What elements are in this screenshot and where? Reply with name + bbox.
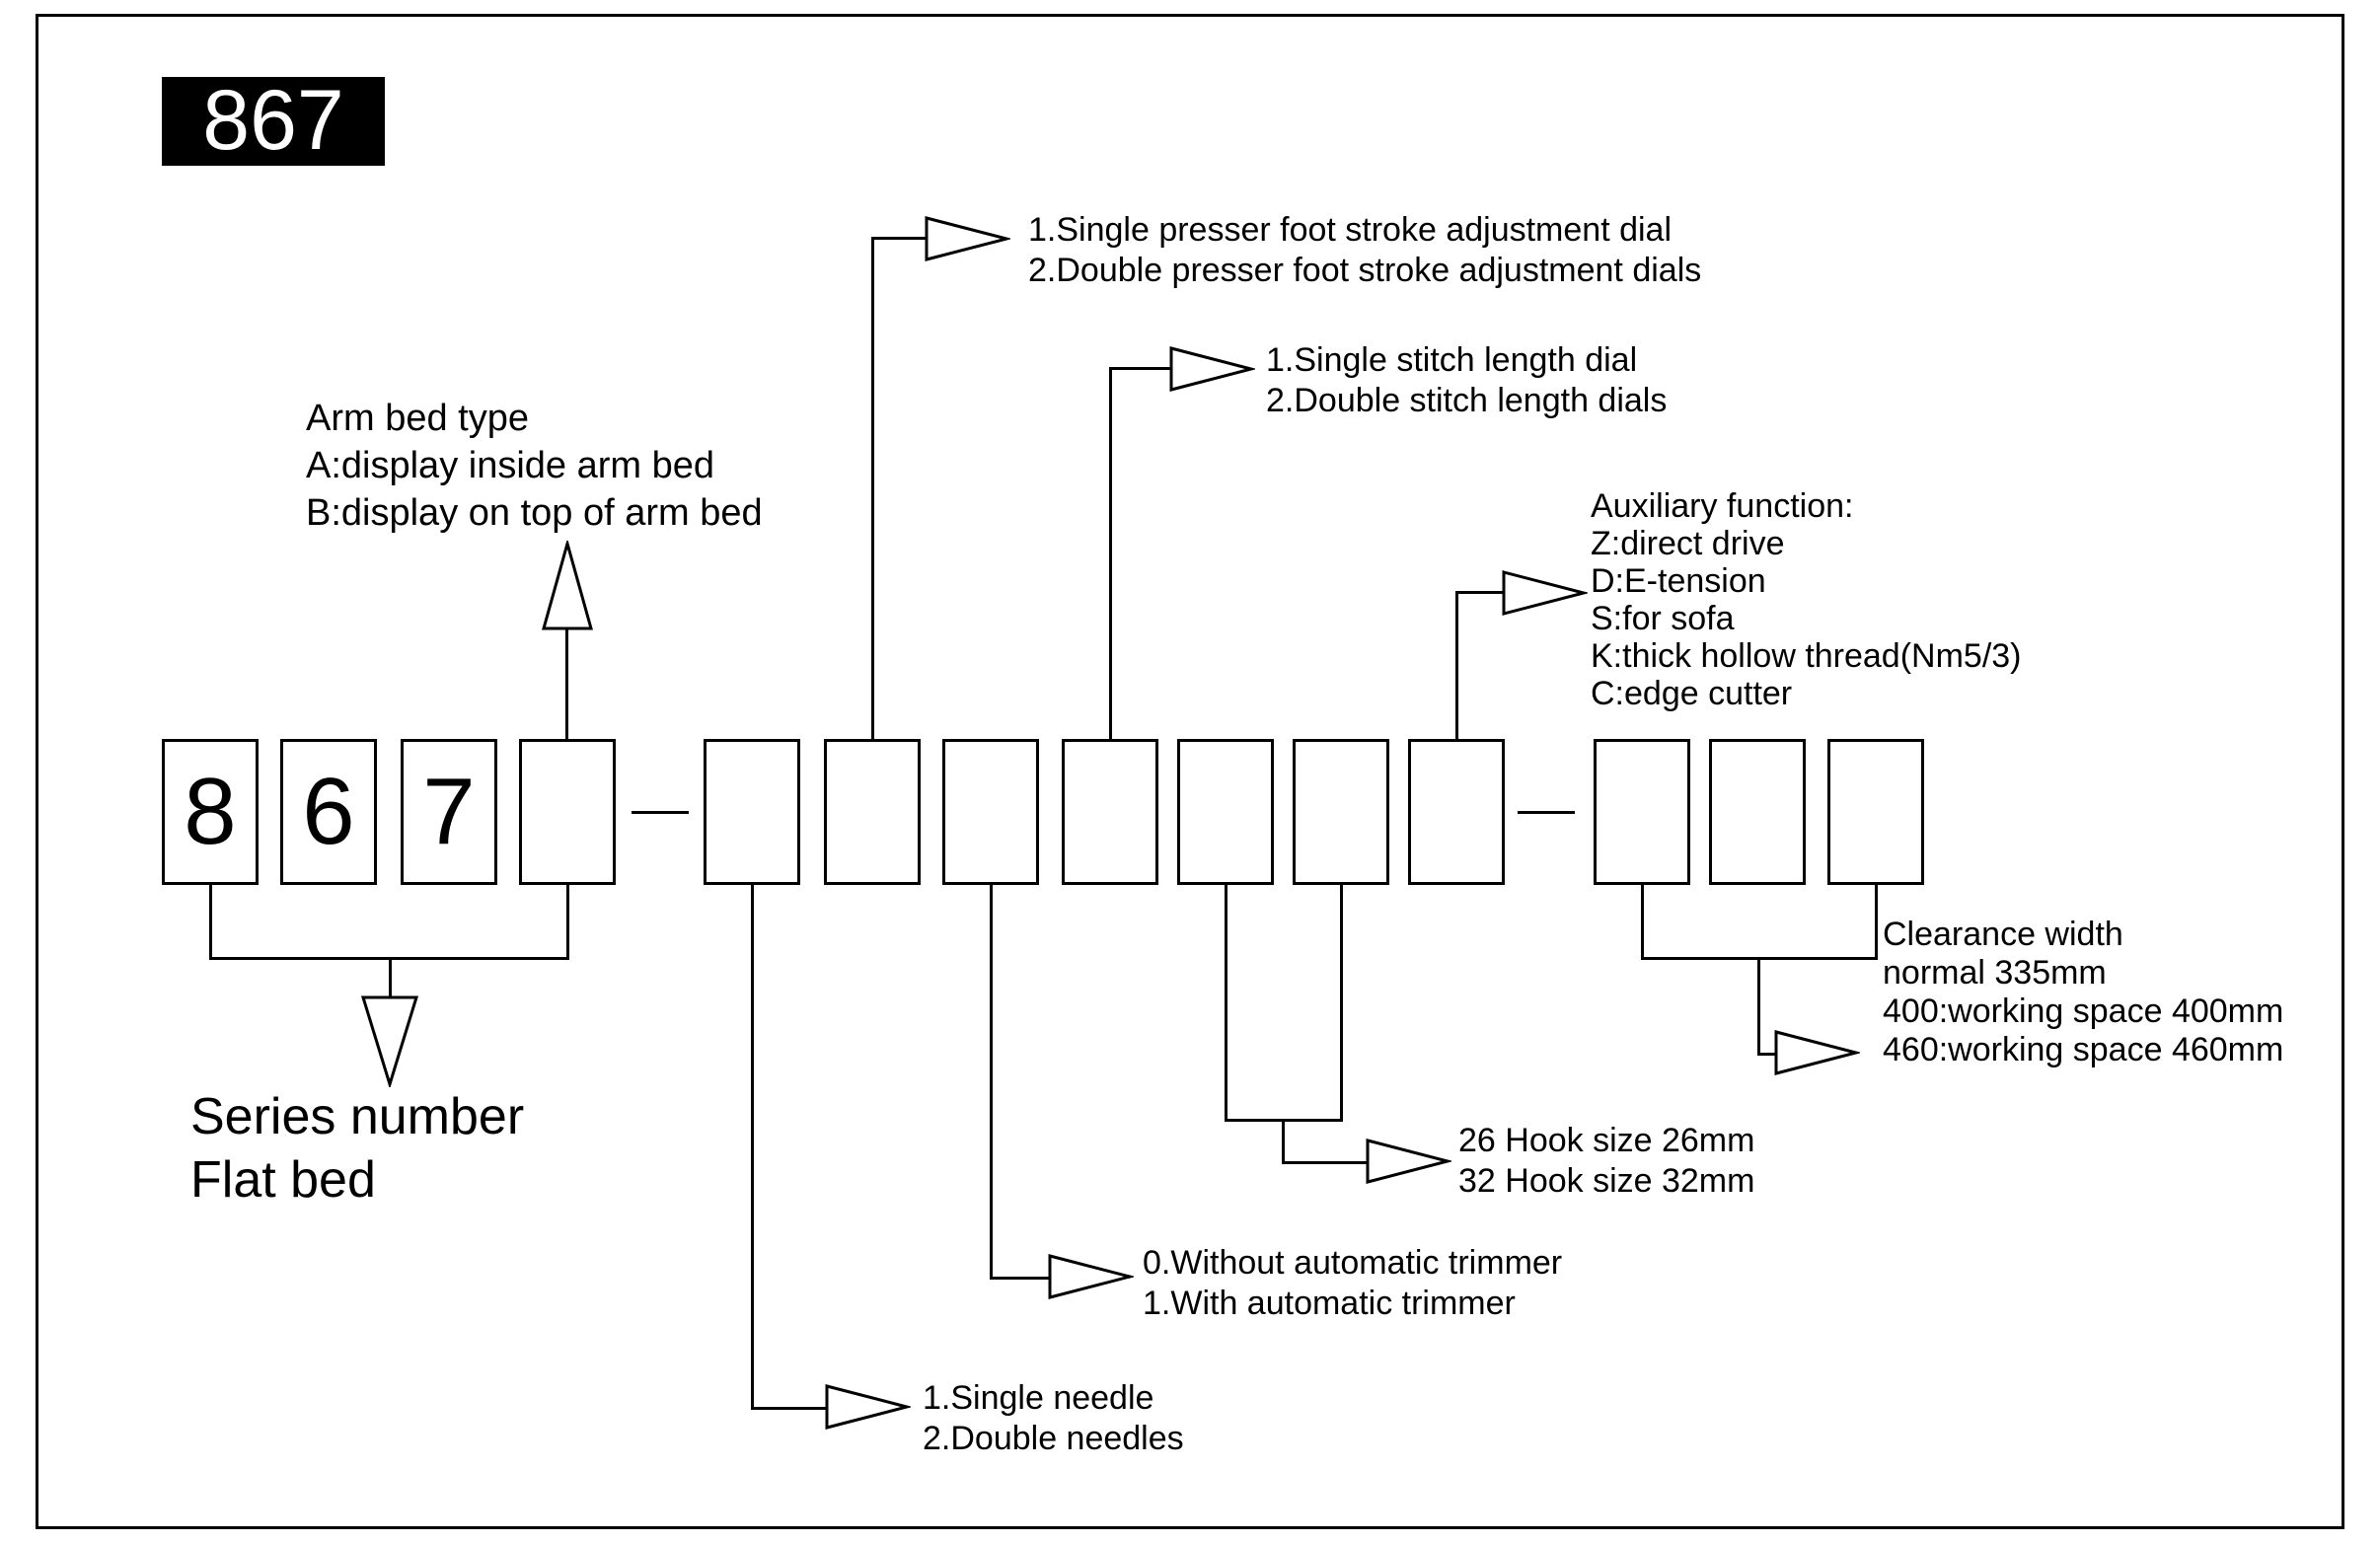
arrow-right-icon (1366, 1139, 1451, 1184)
note-line: 400:working space 400mm (1883, 993, 2284, 1030)
connector-line (566, 885, 569, 960)
arrow-right-icon (1502, 570, 1588, 616)
series-badge: 867 (162, 77, 385, 166)
note-line: 2.Double presser foot stroke adjustment … (1028, 252, 1702, 289)
note-line: Series number (190, 1088, 525, 1145)
arrow-up-icon (542, 541, 593, 630)
note-line: 1.Single presser foot stroke adjustment … (1028, 211, 1673, 249)
note-line: normal 335mm (1883, 954, 2107, 992)
code-box-clearance-1 (1594, 739, 1690, 885)
code-box-presser-foot (824, 739, 921, 885)
code-box-auxiliary (1408, 739, 1505, 885)
arrow-right-icon (925, 216, 1010, 261)
note-line: Clearance width (1883, 916, 2123, 953)
connector-line (1282, 1161, 1367, 1164)
separator-dash (1518, 811, 1575, 814)
trimmer-note: 0.Without automatic trimmer 1.With autom… (1143, 1243, 1562, 1324)
note-line: B:display on top of arm bed (306, 492, 763, 534)
note-line: Flat bed (190, 1151, 376, 1209)
code-box-needle (704, 739, 800, 885)
code-box-trimmer (942, 739, 1039, 885)
note-line: K:thick hollow thread(Nm5/3) (1591, 637, 2022, 675)
auxiliary-function-note: Auxiliary function: Z:direct drive D:E-t… (1591, 487, 2022, 712)
connector-line (1875, 885, 1878, 960)
note-line: 460:working space 460mm (1883, 1031, 2284, 1068)
connector-line (871, 237, 926, 240)
connector-line (1109, 369, 1112, 739)
note-line: C:edge cutter (1591, 675, 1793, 712)
connector-line (1109, 367, 1170, 370)
code-box-stitch-length (1062, 739, 1158, 885)
connector-line (1225, 885, 1227, 1122)
connector-line (1455, 591, 1503, 594)
connector-line (1282, 1119, 1285, 1164)
note-line: 2.Double stitch length dials (1266, 382, 1668, 419)
stitch-length-note: 1.Single stitch length dial 2.Double sti… (1266, 340, 1667, 421)
digit-box-6: 6 (280, 739, 377, 885)
note-line: S:for sofa (1591, 600, 1735, 637)
connector-line (1757, 957, 1760, 1056)
note-line: Arm bed type (306, 398, 529, 439)
needle-note: 1.Single needle 2.Double needles (923, 1378, 1184, 1459)
connector-line (990, 1277, 1049, 1280)
arrow-right-icon (1169, 346, 1255, 392)
presser-foot-note: 1.Single presser foot stroke adjustment … (1028, 210, 1701, 291)
code-box-clearance-2 (1709, 739, 1806, 885)
code-box-armbed (519, 739, 616, 885)
connector-line (1455, 593, 1458, 739)
arrow-right-icon (1774, 1030, 1860, 1075)
arrow-down-icon (360, 995, 419, 1087)
note-line: 2.Double needles (923, 1420, 1184, 1457)
digit-box-8: 8 (162, 739, 259, 885)
connector-line (871, 239, 874, 739)
code-box-hook-1 (1177, 739, 1274, 885)
note-line: 1.Single needle (923, 1379, 1154, 1417)
note-line: 26 Hook size 26mm (1458, 1122, 1755, 1159)
connector-line (1641, 885, 1644, 960)
code-box-hook-2 (1293, 739, 1389, 885)
note-line: 1.With automatic trimmer (1143, 1285, 1516, 1322)
arm-bed-note: Arm bed type A:display inside arm bed B:… (306, 395, 763, 537)
note-line: Auxiliary function: (1591, 487, 1854, 525)
note-line: A:display inside arm bed (306, 445, 714, 486)
connector-line (990, 885, 993, 1280)
note-line: 0.Without automatic trimmer (1143, 1244, 1563, 1282)
note-line: Z:direct drive (1591, 525, 1785, 562)
page-border (36, 14, 2344, 1529)
arrow-right-icon (1048, 1254, 1134, 1299)
connector-line (751, 885, 754, 1410)
note-line: 1.Single stitch length dial (1266, 341, 1638, 379)
connector-line (565, 627, 568, 739)
connector-line (209, 885, 212, 960)
digit-box-7: 7 (401, 739, 497, 885)
note-line: 32 Hook size 32mm (1458, 1162, 1755, 1200)
separator-dash (632, 811, 689, 814)
connector-line (1757, 1053, 1775, 1056)
hook-size-note: 26 Hook size 26mm 32 Hook size 32mm (1458, 1121, 1754, 1202)
connector-line (389, 957, 392, 998)
code-box-clearance-3 (1827, 739, 1924, 885)
note-line: D:E-tension (1591, 562, 1766, 600)
connector-line (751, 1407, 826, 1410)
clearance-width-note: Clearance width normal 335mm 400:working… (1883, 916, 2283, 1069)
series-number-note: Series number Flat bed (190, 1085, 524, 1212)
connector-line (1340, 885, 1343, 1122)
arrow-right-icon (825, 1384, 911, 1430)
